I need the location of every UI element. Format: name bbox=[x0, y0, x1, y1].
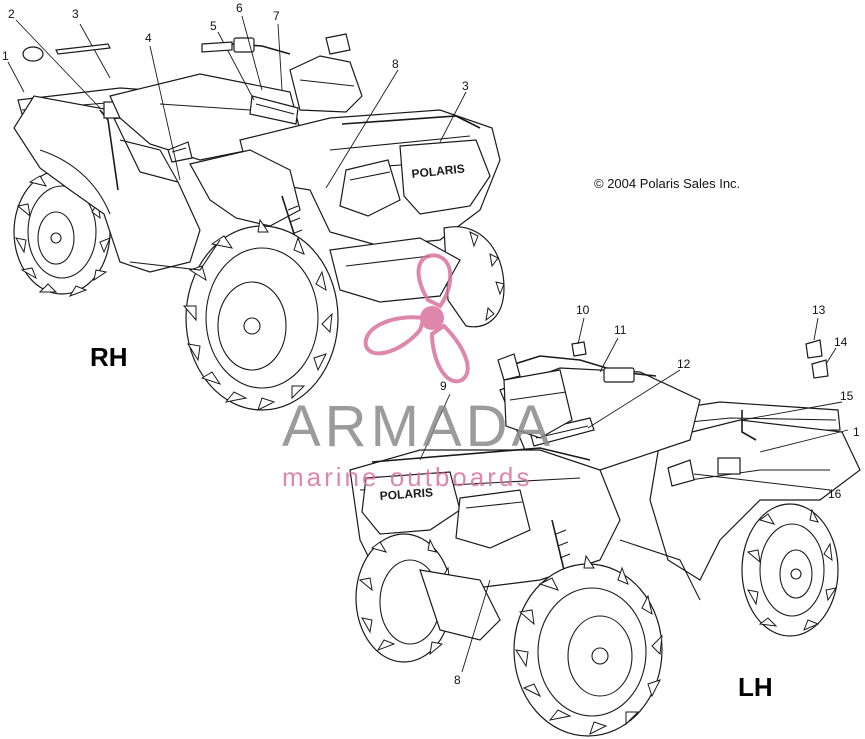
watermark: ARMADA marine outboards bbox=[282, 253, 554, 492]
rh-leader-lines bbox=[7, 15, 467, 189]
callout-rh-5: 5 bbox=[210, 19, 217, 33]
decal-2-shape bbox=[22, 46, 44, 62]
rh-brand-logo: POLARIS bbox=[411, 161, 466, 180]
lh-side-label: LH bbox=[738, 672, 773, 702]
callout-rh-7: 7 bbox=[273, 9, 280, 23]
decal-5-shape bbox=[201, 41, 233, 53]
lh-front-wheel bbox=[513, 554, 663, 737]
rh-front-right-wheel bbox=[443, 226, 505, 328]
callout-lh-11: 11 bbox=[614, 323, 627, 337]
atv-lh-illustration: POLARIS bbox=[349, 339, 861, 737]
propeller-logo bbox=[363, 253, 470, 384]
callout-rh-3: 3 bbox=[72, 7, 79, 21]
rh-callouts: 1 2 3 4 5 6 7 8 3 bbox=[2, 1, 469, 93]
lh-leader-lines bbox=[419, 317, 849, 673]
callout-rh-2: 2 bbox=[8, 7, 15, 21]
callout-lh-15: 15 bbox=[840, 389, 854, 403]
callout-rh-3b: 3 bbox=[462, 79, 469, 93]
copyright-text: © 2004 Polaris Sales Inc. bbox=[594, 176, 740, 191]
atv-rh-illustration: POLARIS bbox=[13, 33, 505, 411]
callout-lh-16: 16 bbox=[828, 487, 842, 501]
rh-front-wheel bbox=[182, 218, 339, 411]
callout-rh-1: 1 bbox=[2, 49, 9, 63]
watermark-sub-text: marine outboards bbox=[282, 462, 532, 492]
lh-rear-wheel bbox=[741, 503, 839, 637]
decal-3-shape bbox=[55, 43, 111, 55]
callout-lh-10: 10 bbox=[576, 303, 590, 317]
callout-lh-8: 8 bbox=[454, 673, 461, 687]
callout-rh-4: 4 bbox=[145, 31, 152, 45]
callout-lh-14: 14 bbox=[834, 335, 848, 349]
callout-lh-12: 12 bbox=[677, 357, 691, 371]
watermark-main-text: ARMADA bbox=[282, 394, 554, 459]
callout-lh-9: 9 bbox=[440, 379, 447, 393]
callout-lh-13: 13 bbox=[812, 303, 826, 317]
lh-callouts: 9 10 11 12 13 14 15 1 16 8 bbox=[440, 303, 860, 687]
callout-rh-6: 6 bbox=[236, 1, 243, 15]
callout-rh-8: 8 bbox=[392, 57, 399, 71]
lh-brand-logo: POLARIS bbox=[379, 485, 433, 503]
rh-side-label: RH bbox=[90, 342, 128, 372]
callout-lh-1: 1 bbox=[853, 425, 860, 439]
